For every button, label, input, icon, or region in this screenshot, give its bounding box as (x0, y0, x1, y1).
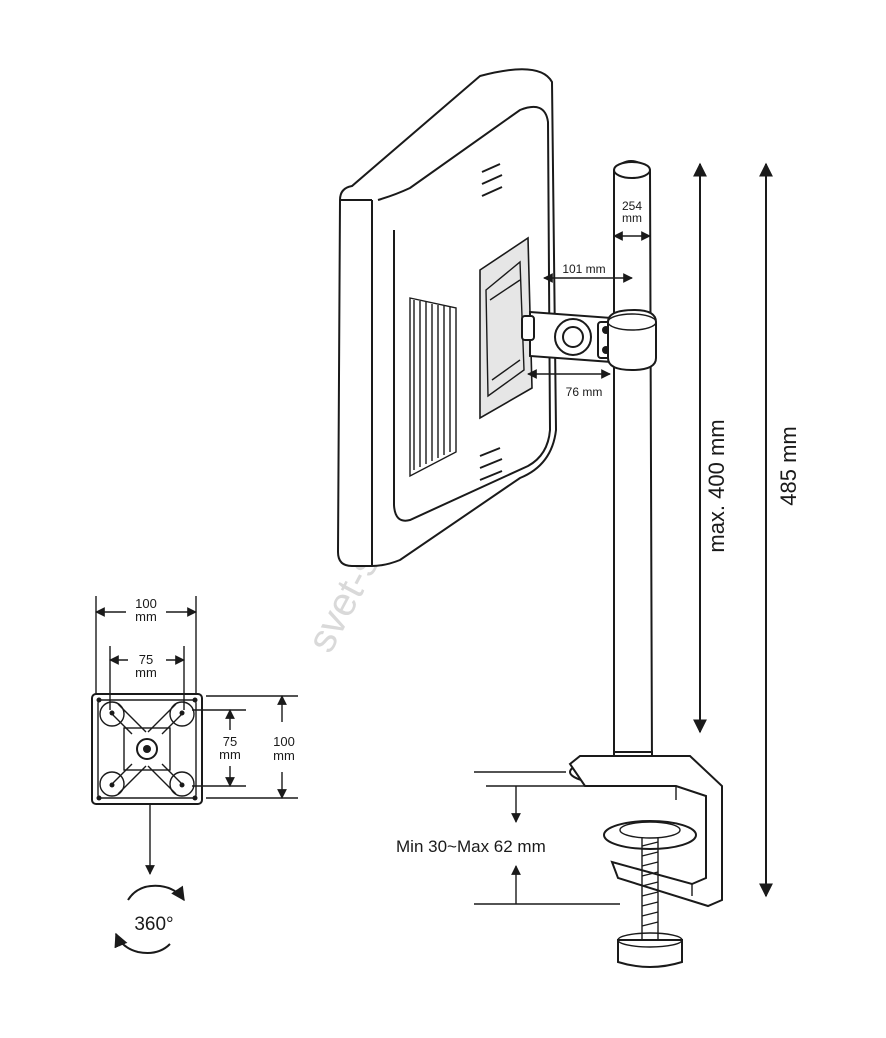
arm-mount (521, 308, 657, 372)
arm-offset-top-label: 101 mm (562, 262, 605, 276)
vesa-outer-height-value: 100 (273, 734, 295, 749)
arm-offset-top-dimension: 101 mm (543, 262, 633, 283)
vesa-inner-height-unit: mm (219, 747, 241, 762)
clamp-range-label: Min 30~Max 62 mm (396, 837, 546, 856)
arm-offset-bottom-label: 76 mm (566, 385, 603, 399)
height-max-dimension: max. 400 mm (693, 162, 729, 734)
pole-diameter-unit: mm (622, 211, 642, 225)
clamp-range-dimension: Min 30~Max 62 mm (396, 771, 620, 905)
vesa-outer-height-dimension: 100 mm (206, 695, 298, 799)
height-total-dimension: 485 mm (759, 162, 801, 898)
rotation-label: 360° (134, 914, 173, 935)
side-vent-grille (409, 297, 457, 478)
vesa-inner-width-unit: mm (135, 665, 157, 680)
arm-offset-bottom-dimension: 76 mm (527, 369, 611, 399)
vesa-outer-width-dimension: 100 mm (95, 596, 197, 694)
vesa-outer-width-unit: mm (135, 609, 157, 624)
rotation-arrows-icon: 360° (114, 884, 185, 954)
vesa-inner-height-dimension: 75 mm (192, 709, 246, 787)
vesa-inner-width-dimension: 75 mm (109, 646, 185, 710)
vesa-outer-height-unit: mm (273, 748, 295, 763)
height-max-label: max. 400 mm (704, 419, 729, 552)
vesa-inner-width-value: 75 (139, 652, 153, 667)
vesa-plate (91, 693, 203, 805)
pole (613, 160, 654, 771)
vesa-outer-width-value: 100 (135, 596, 157, 611)
vesa-inner-height-value: 75 (223, 734, 237, 749)
monitor-back-view (336, 68, 558, 567)
pole-diameter-dimension: 254 mm (613, 199, 651, 241)
pole-diameter-value: 254 (622, 199, 642, 213)
height-total-label: 485 mm (776, 426, 801, 505)
desk-clamp (568, 751, 723, 968)
